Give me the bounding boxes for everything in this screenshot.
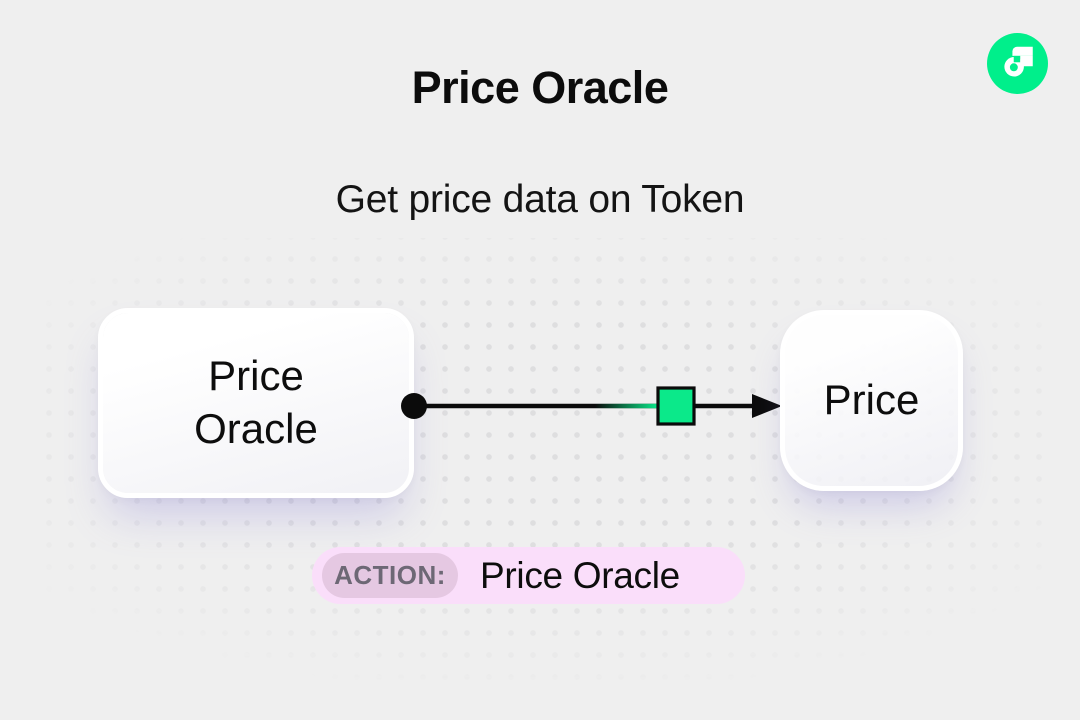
action-badge-label: ACTION: [322,553,458,598]
action-tag: ACTION: Price Oracle [312,547,745,604]
node-price-oracle: Price Oracle [98,308,414,498]
page-title: Price Oracle [411,62,669,113]
edge-connector [401,386,782,426]
flow-logo-icon [987,33,1048,94]
node-price-label: Price [823,376,920,424]
edge-start-dot [401,393,427,419]
green-square-marker [656,386,696,426]
node-price-oracle-label: Price Oracle [194,352,318,452]
page-subtitle: Get price data on Token [335,178,745,221]
action-value: Price Oracle [480,554,680,596]
node-price: Price [780,310,963,491]
arrowhead-icon [752,394,782,418]
